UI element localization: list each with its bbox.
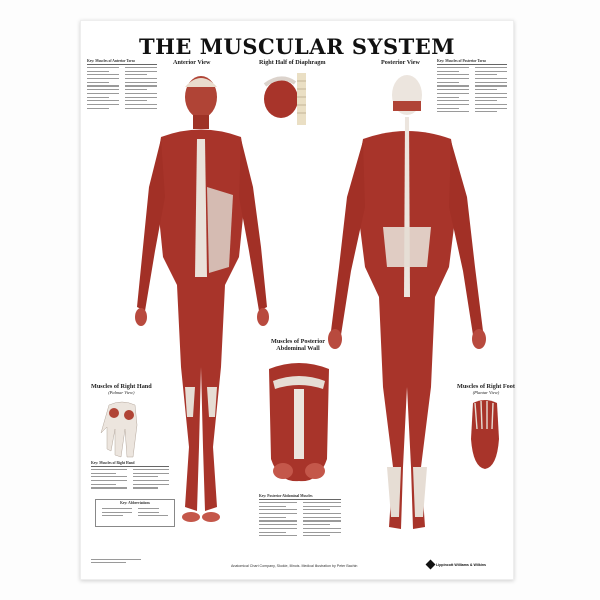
abdominal-wall-heading: Muscles of Posterior Abdominal Wall [271, 338, 325, 352]
abdominal-wall-illustration [269, 363, 329, 482]
anterior-figure-illustration [135, 76, 269, 522]
publisher-name: Lippincott Williams & Wilkins [436, 562, 487, 567]
key-anterior-torso: Key: Muscles of Anterior Torso [87, 59, 157, 109]
key-abdominal-title: Key: Posterior Abdominal Muscles [259, 494, 341, 500]
hand-heading-subtitle: (Palmar View) [108, 390, 135, 395]
key-posterior-abdominal: Key: Posterior Abdominal Muscles [259, 494, 341, 537]
foot-heading-subtitle: (Plantar View) [472, 390, 500, 395]
key-posterior-title: Key: Muscles of Posterior Torso [437, 59, 507, 65]
key-abbreviations: Key: Abbreviations [95, 499, 175, 527]
hand-heading: Muscles of Right Hand (Palmar View) [91, 383, 152, 395]
footer-credit: Anatomical Chart Company, Skokie, Illino… [231, 564, 358, 568]
posterior-figure-illustration [328, 75, 486, 529]
foot-heading-title: Muscles of Right Foot [457, 383, 515, 390]
anterior-view-heading: Anterior View [173, 59, 211, 66]
product-code [91, 559, 141, 564]
right-foot-illustration [471, 400, 499, 469]
key-right-hand: Key: Muscles of Right Hand [91, 461, 169, 489]
posterior-view-heading: Posterior View [381, 59, 420, 66]
key-hand-title: Key: Muscles of Right Hand [91, 461, 169, 467]
diaphragm-heading: Right Half of Diaphragm [259, 59, 326, 66]
muscular-system-poster: THE MUSCULAR SYSTEM Anterior View Right … [80, 20, 515, 580]
poster-title: THE MUSCULAR SYSTEM [138, 34, 456, 59]
key-abbreviations-title: Key: Abbreviations [120, 501, 150, 505]
diaphragm-illustration [263, 73, 306, 125]
publisher-diamond-icon [425, 559, 436, 570]
foot-heading: Muscles of Right Foot (Plantar View) [457, 383, 515, 395]
key-posterior-torso: Key: Muscles of Posterior Torso [437, 59, 507, 113]
right-hand-illustration [100, 401, 138, 458]
hand-heading-title: Muscles of Right Hand [91, 383, 152, 390]
publisher-logo: Lippincott Williams & Wilkins [425, 559, 487, 570]
key-anterior-title: Key: Muscles of Anterior Torso [87, 59, 157, 65]
